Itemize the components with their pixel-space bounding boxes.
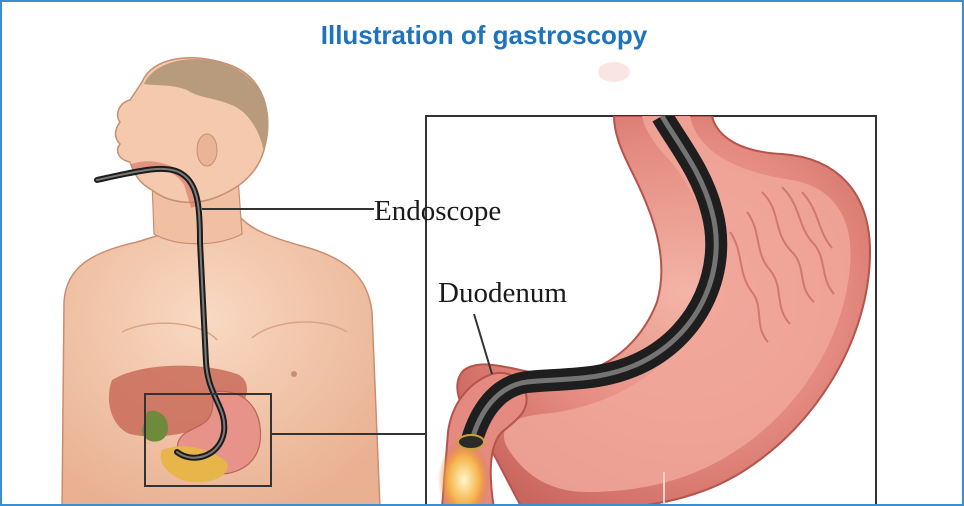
scope-tip <box>458 435 484 449</box>
stomach-inset <box>426 116 876 506</box>
duodenum-label: Duodenum <box>438 277 567 309</box>
endoscope-label: Endoscope <box>374 195 501 227</box>
ear <box>197 134 217 166</box>
figure-title: Illustration of gastroscopy <box>2 20 964 51</box>
human-figure <box>62 58 380 506</box>
